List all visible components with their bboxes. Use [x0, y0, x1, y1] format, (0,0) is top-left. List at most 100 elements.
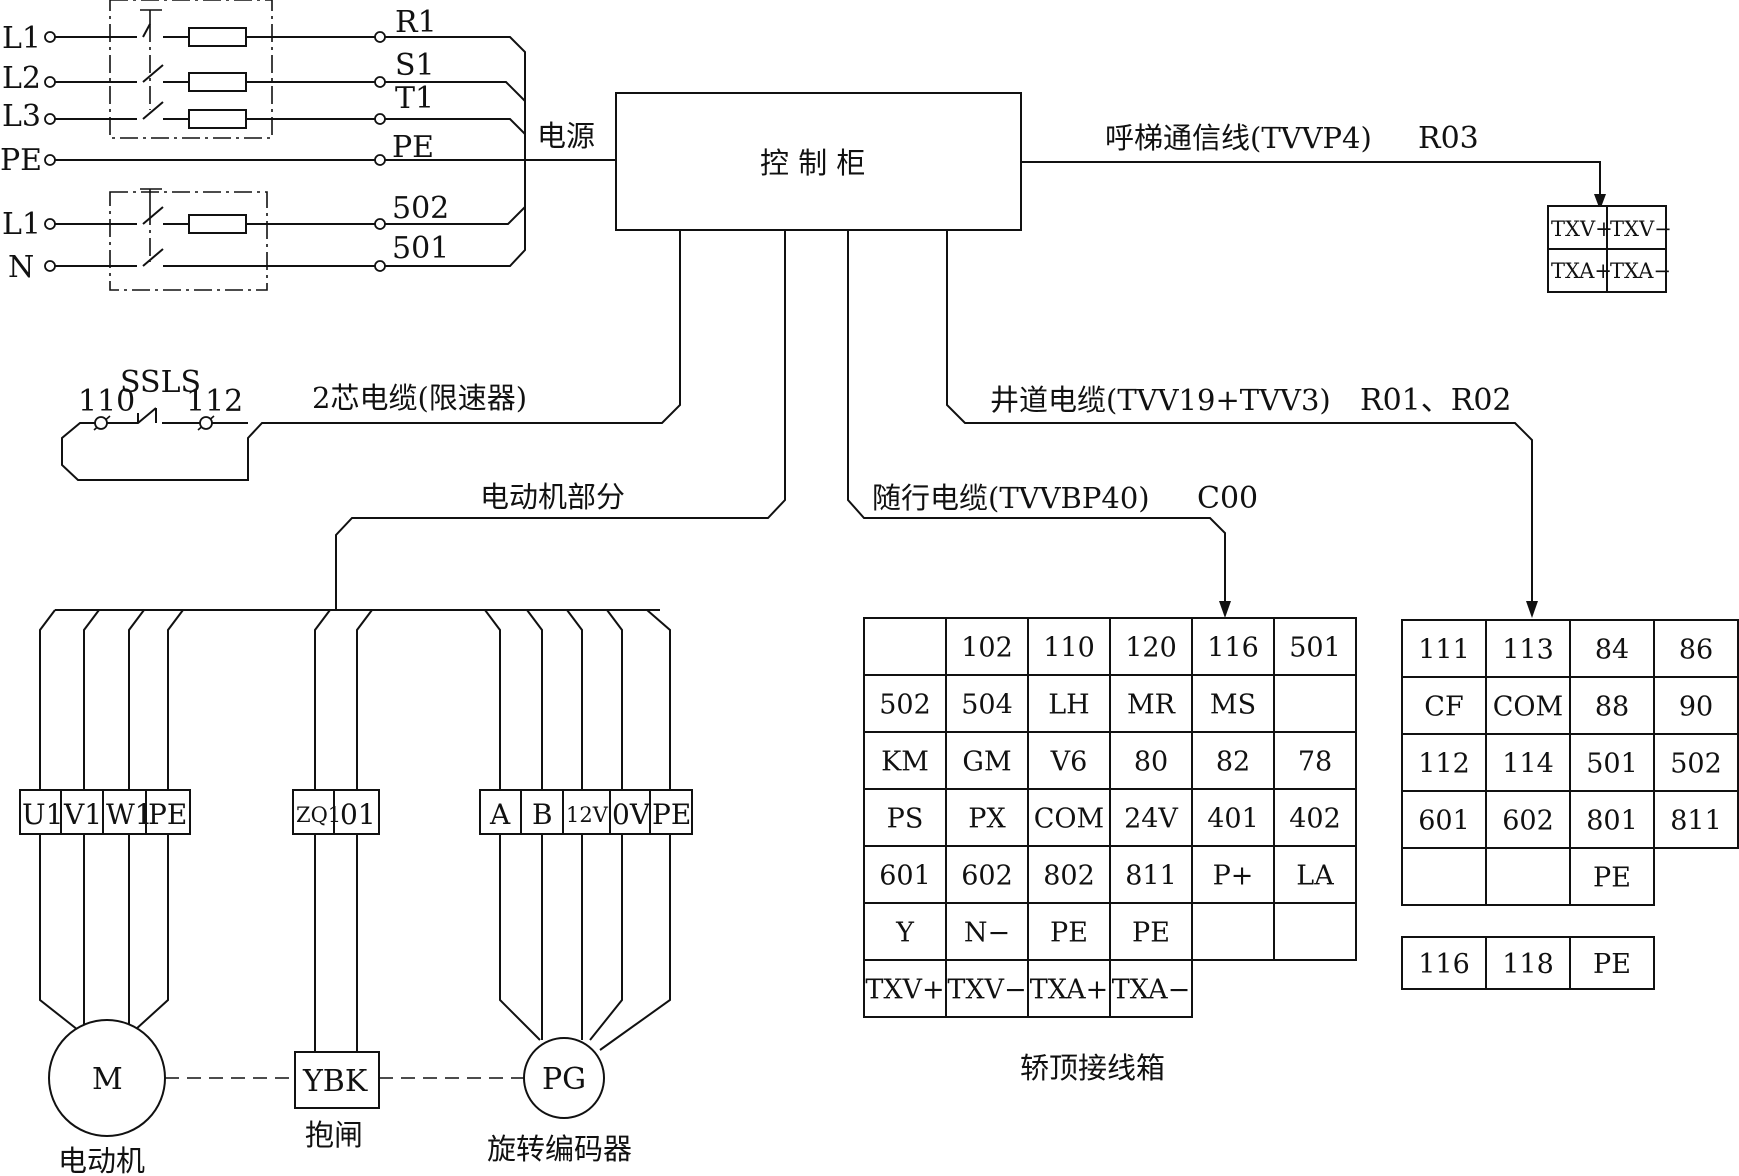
- car-top-box-caption: 轿顶接线箱: [1020, 1051, 1165, 1085]
- output-label-s1: S1: [395, 48, 435, 83]
- car-top-terminal-cell-frame: [1273, 617, 1357, 676]
- car-top-terminal-cell: 501: [1289, 633, 1341, 664]
- shaft-terminal-cell-frame: [1401, 733, 1487, 792]
- car-top-terminal-cell: TXA−: [1112, 975, 1190, 1006]
- shaft-terminal-cell-frame: [1569, 847, 1655, 906]
- car-top-terminal-cell: LA: [1296, 861, 1334, 892]
- input-label-l2: L2: [2, 61, 41, 96]
- motor-symbol: M: [92, 1062, 123, 1097]
- car-top-terminal-cell-frame: [1109, 788, 1193, 847]
- car-top-terminal-cell: 78: [1298, 747, 1332, 778]
- shaft-terminal-cell: COM: [1493, 692, 1563, 723]
- car-top-terminal-cell: MS: [1210, 690, 1256, 721]
- governor-terminal-112: 112: [186, 384, 243, 419]
- car-top-terminal-cell: 502: [879, 690, 931, 721]
- shaft-extra-terminal-cell: 118: [1502, 949, 1554, 980]
- car-top-terminal-cell-frame: [1273, 674, 1357, 733]
- car-top-terminal-cell: 401: [1207, 804, 1259, 835]
- car-top-terminal-cell-frame: [1273, 731, 1357, 790]
- output-label-t1: T1: [395, 81, 434, 116]
- hall-term-txv-minus: TXV−: [1610, 217, 1672, 241]
- car-top-terminal-cell-frame: [1027, 845, 1111, 904]
- car-top-terminal-cell-frame: [1191, 674, 1275, 733]
- shaft-terminal-cell: 501: [1586, 749, 1638, 780]
- car-top-terminal-cell: 120: [1125, 633, 1177, 664]
- input-label-n: N: [8, 250, 34, 285]
- hall-term-txv-plus: TXV+: [1551, 217, 1613, 241]
- hall-term-txa-minus: TXA−: [1610, 259, 1671, 283]
- governor-cable-label: 2芯电缆(限速器): [312, 381, 527, 415]
- input-label-l1: L1: [2, 21, 41, 56]
- brake-symbol: YBK: [302, 1064, 368, 1099]
- car-top-terminal-cell-frame: [1027, 617, 1111, 676]
- car-top-terminal-cell: P+: [1213, 861, 1254, 892]
- car-top-terminal-cell: MR: [1127, 690, 1176, 721]
- car-top-terminal-cell: PE: [1050, 918, 1088, 949]
- output-label-502: 502: [392, 191, 449, 226]
- motor-term-v1: V1: [63, 798, 102, 831]
- car-top-terminal-cell: PS: [887, 804, 924, 835]
- governor-switch-label: SSLS: [120, 365, 201, 400]
- car-top-terminal-cell-frame: [863, 902, 947, 961]
- shaft-terminal-cell-frame: [1485, 676, 1571, 735]
- power-input-section: L1 L2 L3 PE L1 N: [0, 0, 616, 291]
- car-top-terminal-cell: 504: [961, 690, 1013, 721]
- car-top-terminal-cell: 110: [1043, 633, 1095, 664]
- shaft-terminal-cell: 86: [1679, 635, 1713, 666]
- shaft-terminal-cell-frame: [1653, 733, 1739, 792]
- encoder-term-b: B: [532, 798, 553, 831]
- car-top-terminal-cell-frame: [1273, 788, 1357, 847]
- shaft-terminal-cell-frame: [1653, 790, 1739, 849]
- motor-term-w1: W1: [106, 798, 153, 831]
- travel-cable-label: 随行电缆(TVVBP40): [872, 481, 1150, 515]
- car-top-terminal-cell-frame: [1027, 674, 1111, 733]
- car-top-terminal-cell-frame: [1027, 902, 1111, 961]
- power-label: 电源: [537, 119, 595, 153]
- car-top-terminal-cell: 802: [1043, 861, 1095, 892]
- shaft-cable-code: R01、R02: [1360, 383, 1512, 418]
- motor-caption: 电动机: [58, 1144, 145, 1176]
- car-top-terminal-cell: PX: [968, 804, 1006, 835]
- hall-call-section: 呼梯通信线(TVVP4) R03 TXV+ TXV− TXA+ TXA−: [1021, 121, 1672, 293]
- car-top-terminal-cell: TXA+: [1030, 975, 1108, 1006]
- car-top-terminal-cell: 602: [961, 861, 1013, 892]
- shaft-terminal-cell: 90: [1679, 692, 1713, 723]
- car-top-terminal-cell-frame: [1273, 902, 1357, 961]
- car-top-terminal-cell: PE: [1132, 918, 1170, 949]
- car-top-terminal-cell-frame: [945, 674, 1029, 733]
- encoder-symbol: PG: [542, 1062, 586, 1097]
- motor-section-label: 电动机部分: [480, 480, 625, 514]
- shaft-terminal-cell-frame: [1569, 790, 1655, 849]
- brake-term-zq1: ZQ1: [296, 803, 341, 827]
- car-top-terminal-cell: 80: [1134, 747, 1168, 778]
- shaft-extra-terminal-cell: PE: [1593, 949, 1631, 980]
- brake-term-01: 01: [340, 798, 376, 831]
- output-label-r1: R1: [395, 5, 437, 40]
- input-label-l3: L3: [2, 99, 41, 134]
- car-top-terminal-cell: N−: [964, 918, 1010, 949]
- car-top-terminal-cell-frame: [1109, 902, 1193, 961]
- brake-caption: 抱闸: [305, 1118, 363, 1152]
- hall-term-txa-plus: TXA+: [1551, 259, 1612, 283]
- car-top-terminal-cell: GM: [962, 747, 1011, 778]
- encoder-term-12v: 12V: [566, 803, 609, 827]
- encoder-term-a: A: [489, 798, 511, 831]
- shaft-terminal-cell-frame: [1485, 733, 1571, 792]
- shaft-terminal-cell: 502: [1670, 749, 1722, 780]
- car-top-terminal-cell-frame: [1027, 731, 1111, 790]
- car-top-terminal-cell-frame: [945, 731, 1029, 790]
- shaft-terminal-cell-frame: [1401, 676, 1487, 735]
- hall-call-code: R03: [1418, 121, 1479, 156]
- motor-section: 电动机部分 U1 V1 W1 PE ZQ1 01: [19, 230, 786, 1176]
- control-cabinet-label: 控 制 柜: [760, 146, 865, 180]
- shaft-terminal-cell-frame: [1485, 847, 1571, 906]
- shaft-terminal-cell: CF: [1424, 692, 1463, 723]
- car-top-terminal-cell: 116: [1207, 633, 1259, 664]
- hall-call-label: 呼梯通信线(TVVP4): [1105, 121, 1372, 155]
- shaft-extra-terminal-cell-frame: [1401, 936, 1487, 990]
